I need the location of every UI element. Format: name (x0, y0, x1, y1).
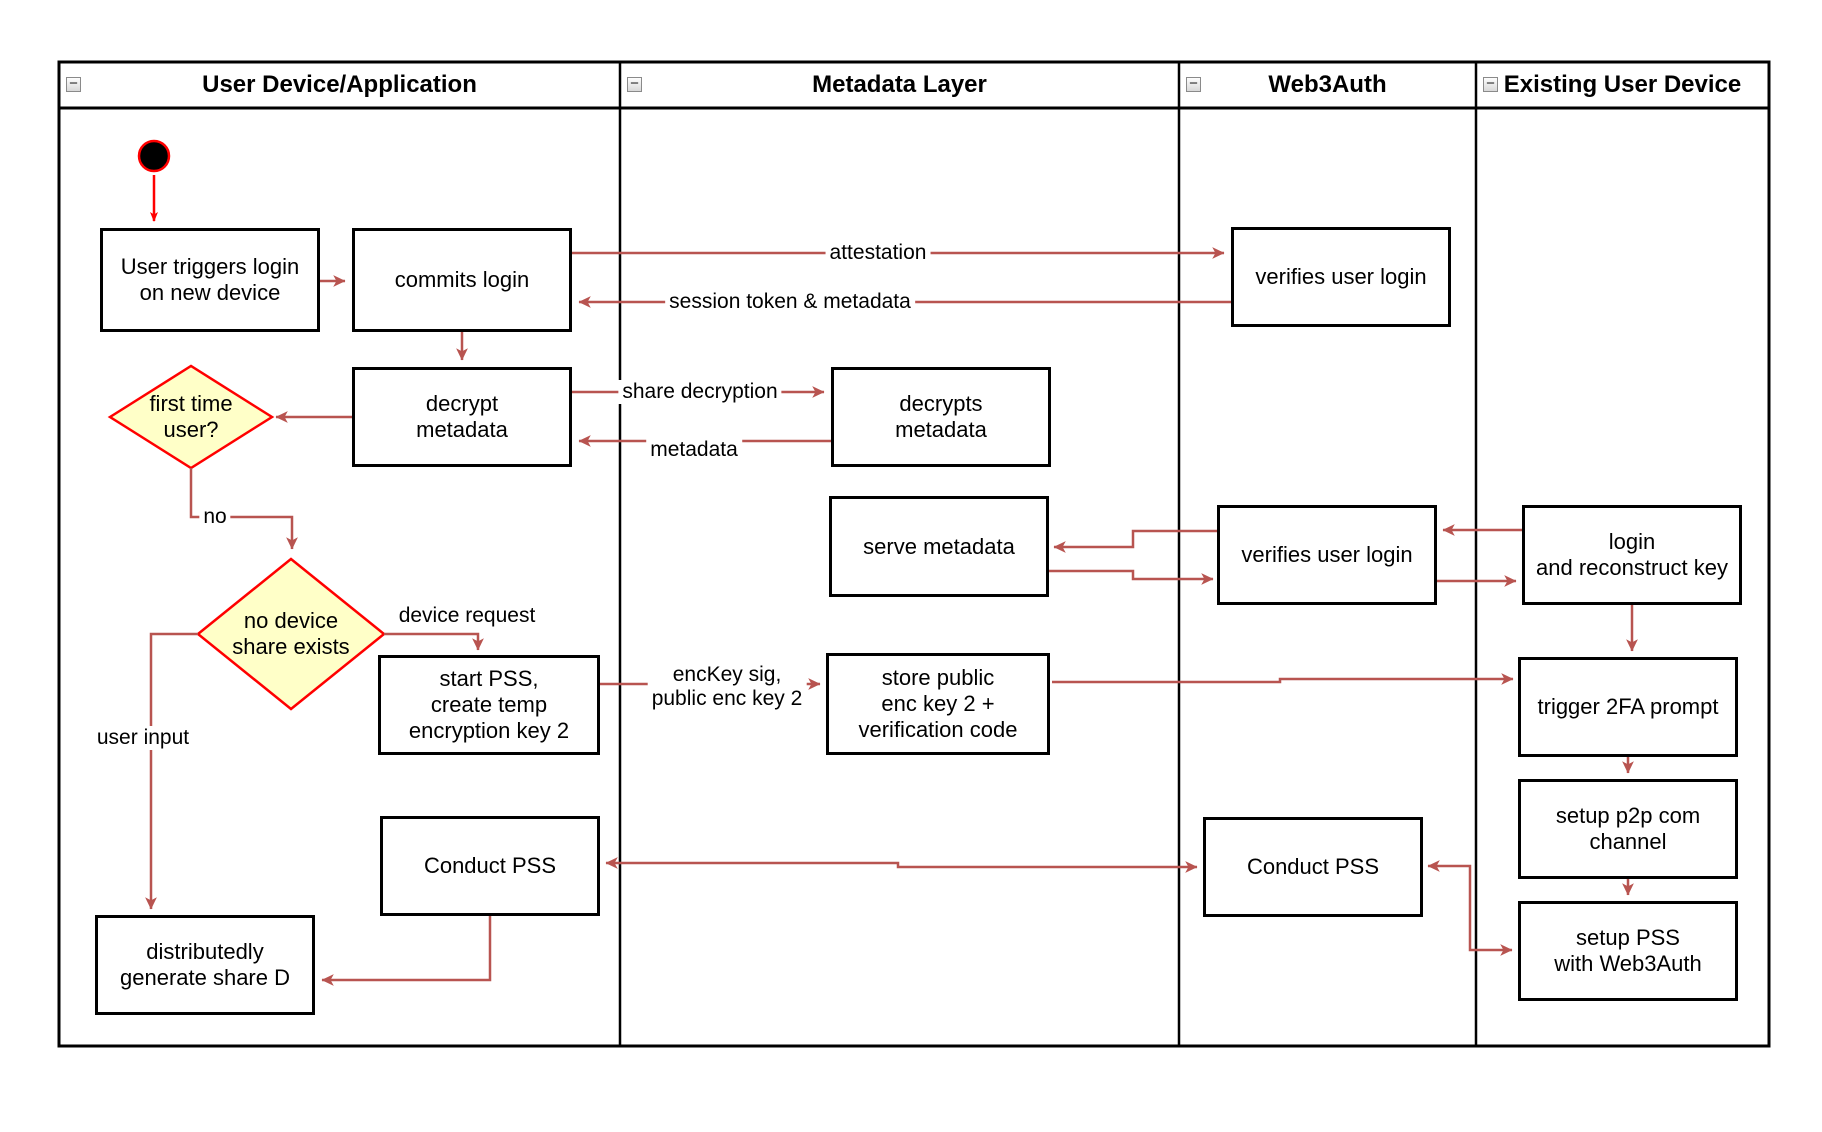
node-setup-pss-with-web3auth: setup PSS with Web3Auth (1518, 901, 1738, 1001)
edge-attestation-label: attestation (825, 241, 931, 265)
edge-user-input (145, 632, 198, 910)
node-trigger-2fa-prompt: trigger 2FA prompt (1518, 657, 1738, 757)
minus-icon-user-device[interactable]: − (66, 76, 81, 92)
minus-icon-existing-device[interactable]: − (1483, 76, 1498, 92)
lane-title-existing-device: Existing User Device (1503, 71, 1742, 98)
edge-device-request-label: device request (398, 604, 536, 627)
minus-icon-web3auth[interactable]: − (1186, 76, 1201, 92)
node-distributedly-generate-share-d: distributedly generate share D (95, 915, 315, 1015)
edge-no-branch (189, 468, 298, 550)
edge-enckey-sig-label: encKey sig, public enc key 2 (647, 663, 807, 711)
node-store-public-enc-key: store public enc key 2 + verification co… (826, 653, 1050, 755)
node-verifies-user-login-1: verifies user login (1231, 227, 1451, 327)
edge-session-token-metadata-label: session token & metadata (665, 290, 915, 314)
node-login-and-reconstruct-key: login and reconstruct key (1522, 505, 1742, 605)
node-decrypts-metadata: decrypts metadata (831, 367, 1051, 467)
node-setup-p2p-com-channel: setup p2p com channel (1518, 779, 1738, 879)
node-verifies-user-login-2: verifies user login (1217, 505, 1437, 605)
edge-conduct-to-generate-share (321, 916, 492, 986)
node-serve-metadata: serve metadata (829, 496, 1049, 597)
edge-verifies-to-serve-metadata (1053, 529, 1217, 553)
node-conduct-pss-web3auth: Conduct PSS (1203, 817, 1423, 917)
node-start-pss-create-temp-key: start PSS, create temp encryption key 2 (378, 655, 600, 755)
edge-serve-metadata-to-verifies (1049, 569, 1214, 585)
lane-title-web3auth: Web3Auth (1268, 71, 1387, 98)
decision-first-time-user (107, 364, 275, 470)
edge-device-request (384, 632, 484, 651)
edge-store-to-trigger-2fa (1052, 673, 1514, 685)
minus-icon-metadata-layer[interactable]: − (627, 76, 642, 92)
edge-conduct-pss-link (605, 857, 1198, 873)
edge-metadata-return-label: metadata (646, 438, 742, 462)
edge-user-input-label: user input (92, 726, 194, 750)
lane-title-user-device: User Device/Application (202, 71, 477, 98)
node-decrypt-metadata: decrypt metadata (352, 367, 572, 467)
edge-no-branch-label: no (199, 505, 231, 529)
edge-share-decryption-label: share decryption (618, 380, 782, 404)
node-commits-login: commits login (352, 228, 572, 332)
node-conduct-pss-user-device: Conduct PSS (380, 816, 600, 916)
pool-frame (57, 60, 1771, 1048)
decision-no-device-share-exists (196, 557, 386, 711)
lane-title-metadata-layer: Metadata Layer (812, 71, 987, 98)
edge-conduct-setup-pss-link (1427, 860, 1513, 956)
start-node (137, 139, 171, 173)
node-user-triggers-login: User triggers login on new device (100, 228, 320, 332)
